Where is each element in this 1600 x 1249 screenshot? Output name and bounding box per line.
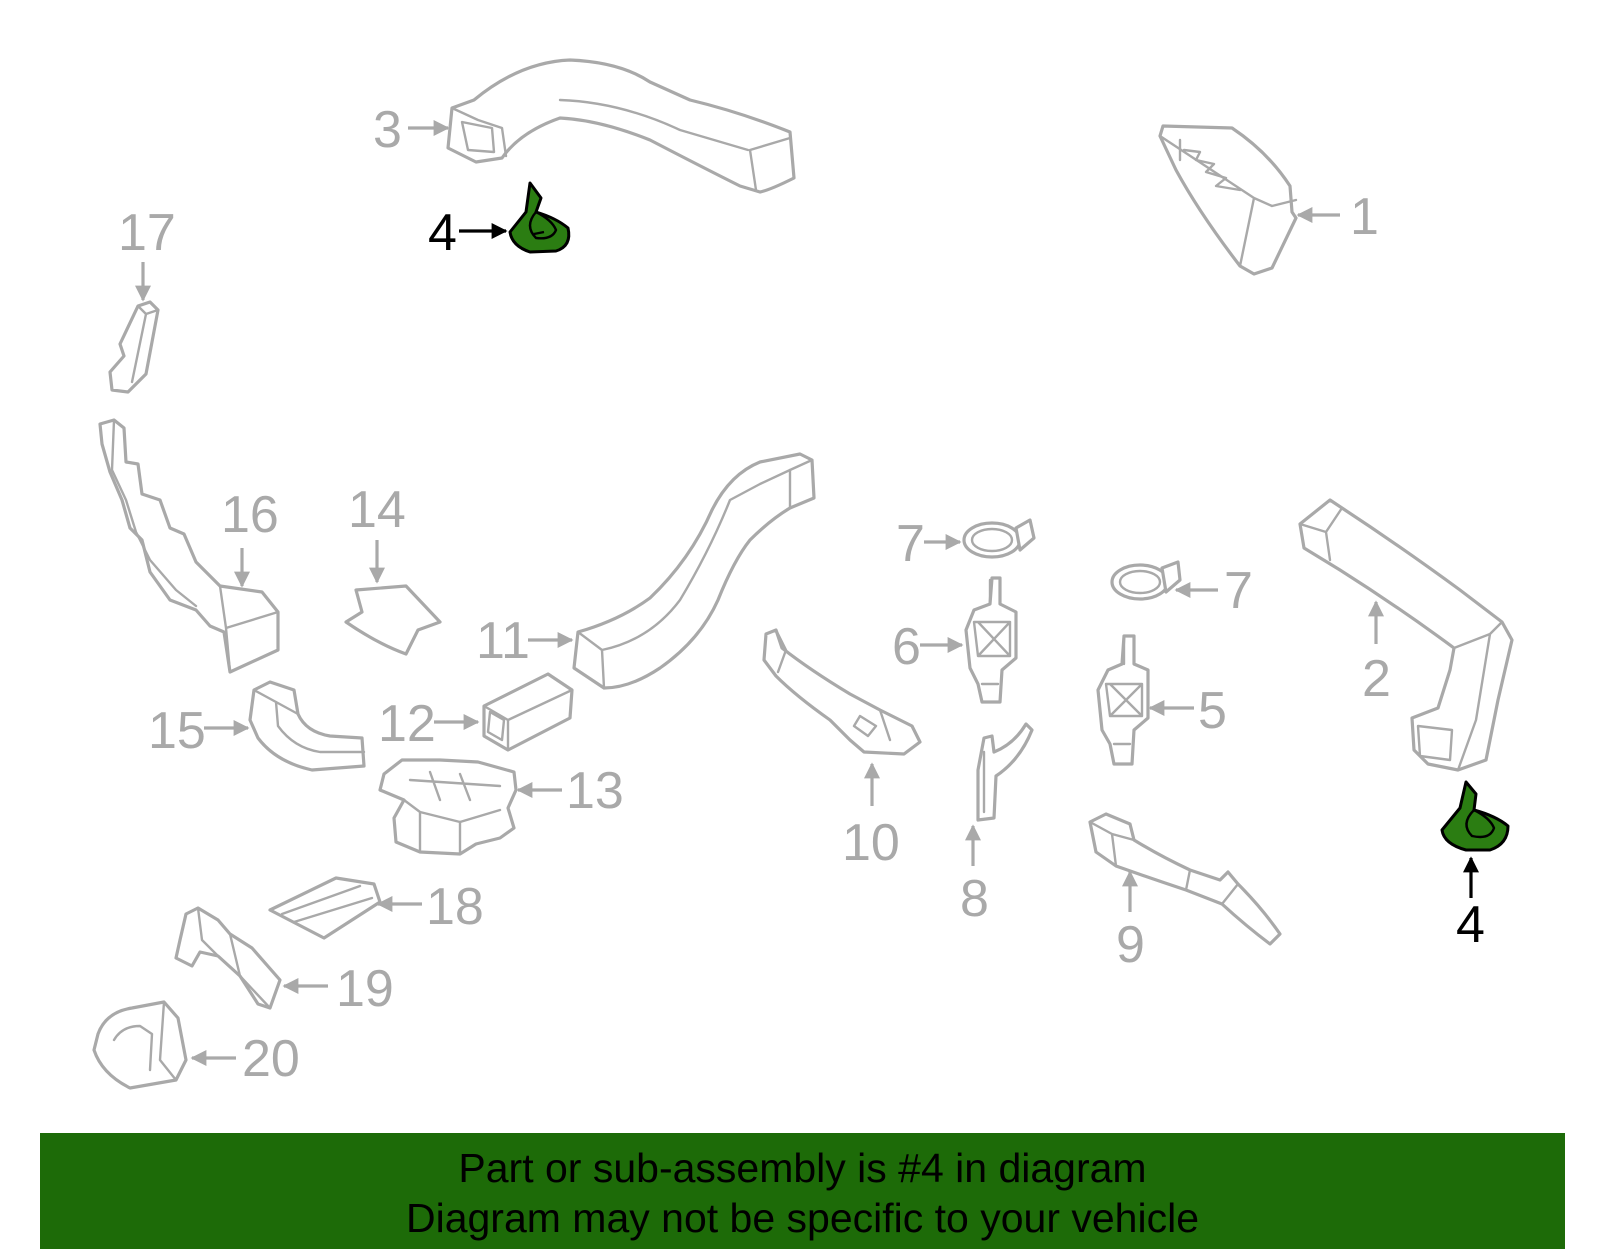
callout-5: 5 xyxy=(1148,682,1227,740)
callout-20: 20 xyxy=(190,1030,300,1088)
callout-12-label: 12 xyxy=(378,695,436,753)
callout-13: 13 xyxy=(516,762,624,820)
callout-6: 6 xyxy=(892,618,964,676)
info-banner: Part or sub-assembly is #4 in diagram Di… xyxy=(40,1133,1565,1249)
banner-line-1: Part or sub-assembly is #4 in diagram xyxy=(458,1145,1147,1191)
callout-18: 18 xyxy=(376,878,484,936)
part-9-duct[interactable] xyxy=(1088,812,1282,946)
callout-4-right-label: 4 xyxy=(1456,896,1485,954)
callout-11-label: 11 xyxy=(476,612,530,670)
part-16-duct[interactable] xyxy=(98,418,280,674)
callout-7-left: 7 xyxy=(896,515,962,573)
part-10-duct[interactable] xyxy=(762,628,922,756)
callout-7-right: 7 xyxy=(1174,562,1253,620)
callout-20-label: 20 xyxy=(242,1030,300,1088)
callout-15-label: 15 xyxy=(148,702,206,760)
callout-17: 17 xyxy=(118,204,176,302)
part-1-vent[interactable] xyxy=(1158,124,1298,276)
callout-2-label: 2 xyxy=(1362,650,1391,708)
callout-5-label: 5 xyxy=(1198,682,1227,740)
callout-19-label: 19 xyxy=(336,960,394,1018)
part-4-highlighted-top[interactable] xyxy=(508,181,571,254)
callout-7-left-label: 7 xyxy=(896,515,925,573)
callout-1: 1 xyxy=(1296,188,1379,246)
part-7-ring-right[interactable] xyxy=(1110,560,1182,601)
banner-line-2: Diagram may not be specific to your vehi… xyxy=(405,1195,1199,1241)
part-14-pad[interactable] xyxy=(344,584,442,656)
part-4-highlighted-right[interactable] xyxy=(1440,780,1510,852)
part-8-bracket[interactable] xyxy=(976,722,1034,822)
callout-10-label: 10 xyxy=(842,814,900,872)
part-18-pad[interactable] xyxy=(268,876,382,940)
callout-2: 2 xyxy=(1362,600,1391,708)
callout-16-label: 16 xyxy=(221,486,279,544)
callout-1-label: 1 xyxy=(1350,188,1379,246)
part-11-duct[interactable] xyxy=(572,452,816,690)
callout-11: 11 xyxy=(476,612,574,670)
part-20-duct[interactable] xyxy=(92,1000,188,1090)
callout-13-label: 13 xyxy=(566,762,624,820)
callout-8: 8 xyxy=(960,824,989,928)
callout-17-label: 17 xyxy=(118,204,176,262)
callout-15: 15 xyxy=(148,702,250,760)
callout-9: 9 xyxy=(1116,870,1145,974)
part-2-duct[interactable] xyxy=(1298,498,1514,772)
callout-16: 16 xyxy=(221,486,279,588)
part-12-vent[interactable] xyxy=(482,672,574,752)
part-3-duct[interactable] xyxy=(446,58,796,194)
part-17-bracket[interactable] xyxy=(108,300,160,394)
callout-14: 14 xyxy=(348,481,406,584)
callout-4-right: 4 xyxy=(1456,856,1485,954)
part-7-ring-left[interactable] xyxy=(962,518,1036,559)
callout-3-label: 3 xyxy=(373,101,402,159)
part-6-actuator[interactable] xyxy=(964,576,1018,704)
callout-18-label: 18 xyxy=(426,878,484,936)
callout-3: 3 xyxy=(373,101,450,159)
callout-9-label: 9 xyxy=(1116,916,1145,974)
callout-12: 12 xyxy=(378,695,480,753)
callout-6-label: 6 xyxy=(892,618,921,676)
part-13-vent-assembly[interactable] xyxy=(378,758,518,856)
callout-4-top: 4 xyxy=(428,204,508,262)
callout-8-label: 8 xyxy=(960,870,989,928)
callout-7-right-label: 7 xyxy=(1224,562,1253,620)
callout-4-top-label: 4 xyxy=(428,204,457,262)
callout-19: 19 xyxy=(282,960,394,1018)
callout-14-label: 14 xyxy=(348,481,406,539)
part-15-duct[interactable] xyxy=(248,680,366,772)
part-19-duct[interactable] xyxy=(174,906,282,1010)
part-5-actuator[interactable] xyxy=(1096,634,1150,766)
callout-10: 10 xyxy=(842,762,900,872)
